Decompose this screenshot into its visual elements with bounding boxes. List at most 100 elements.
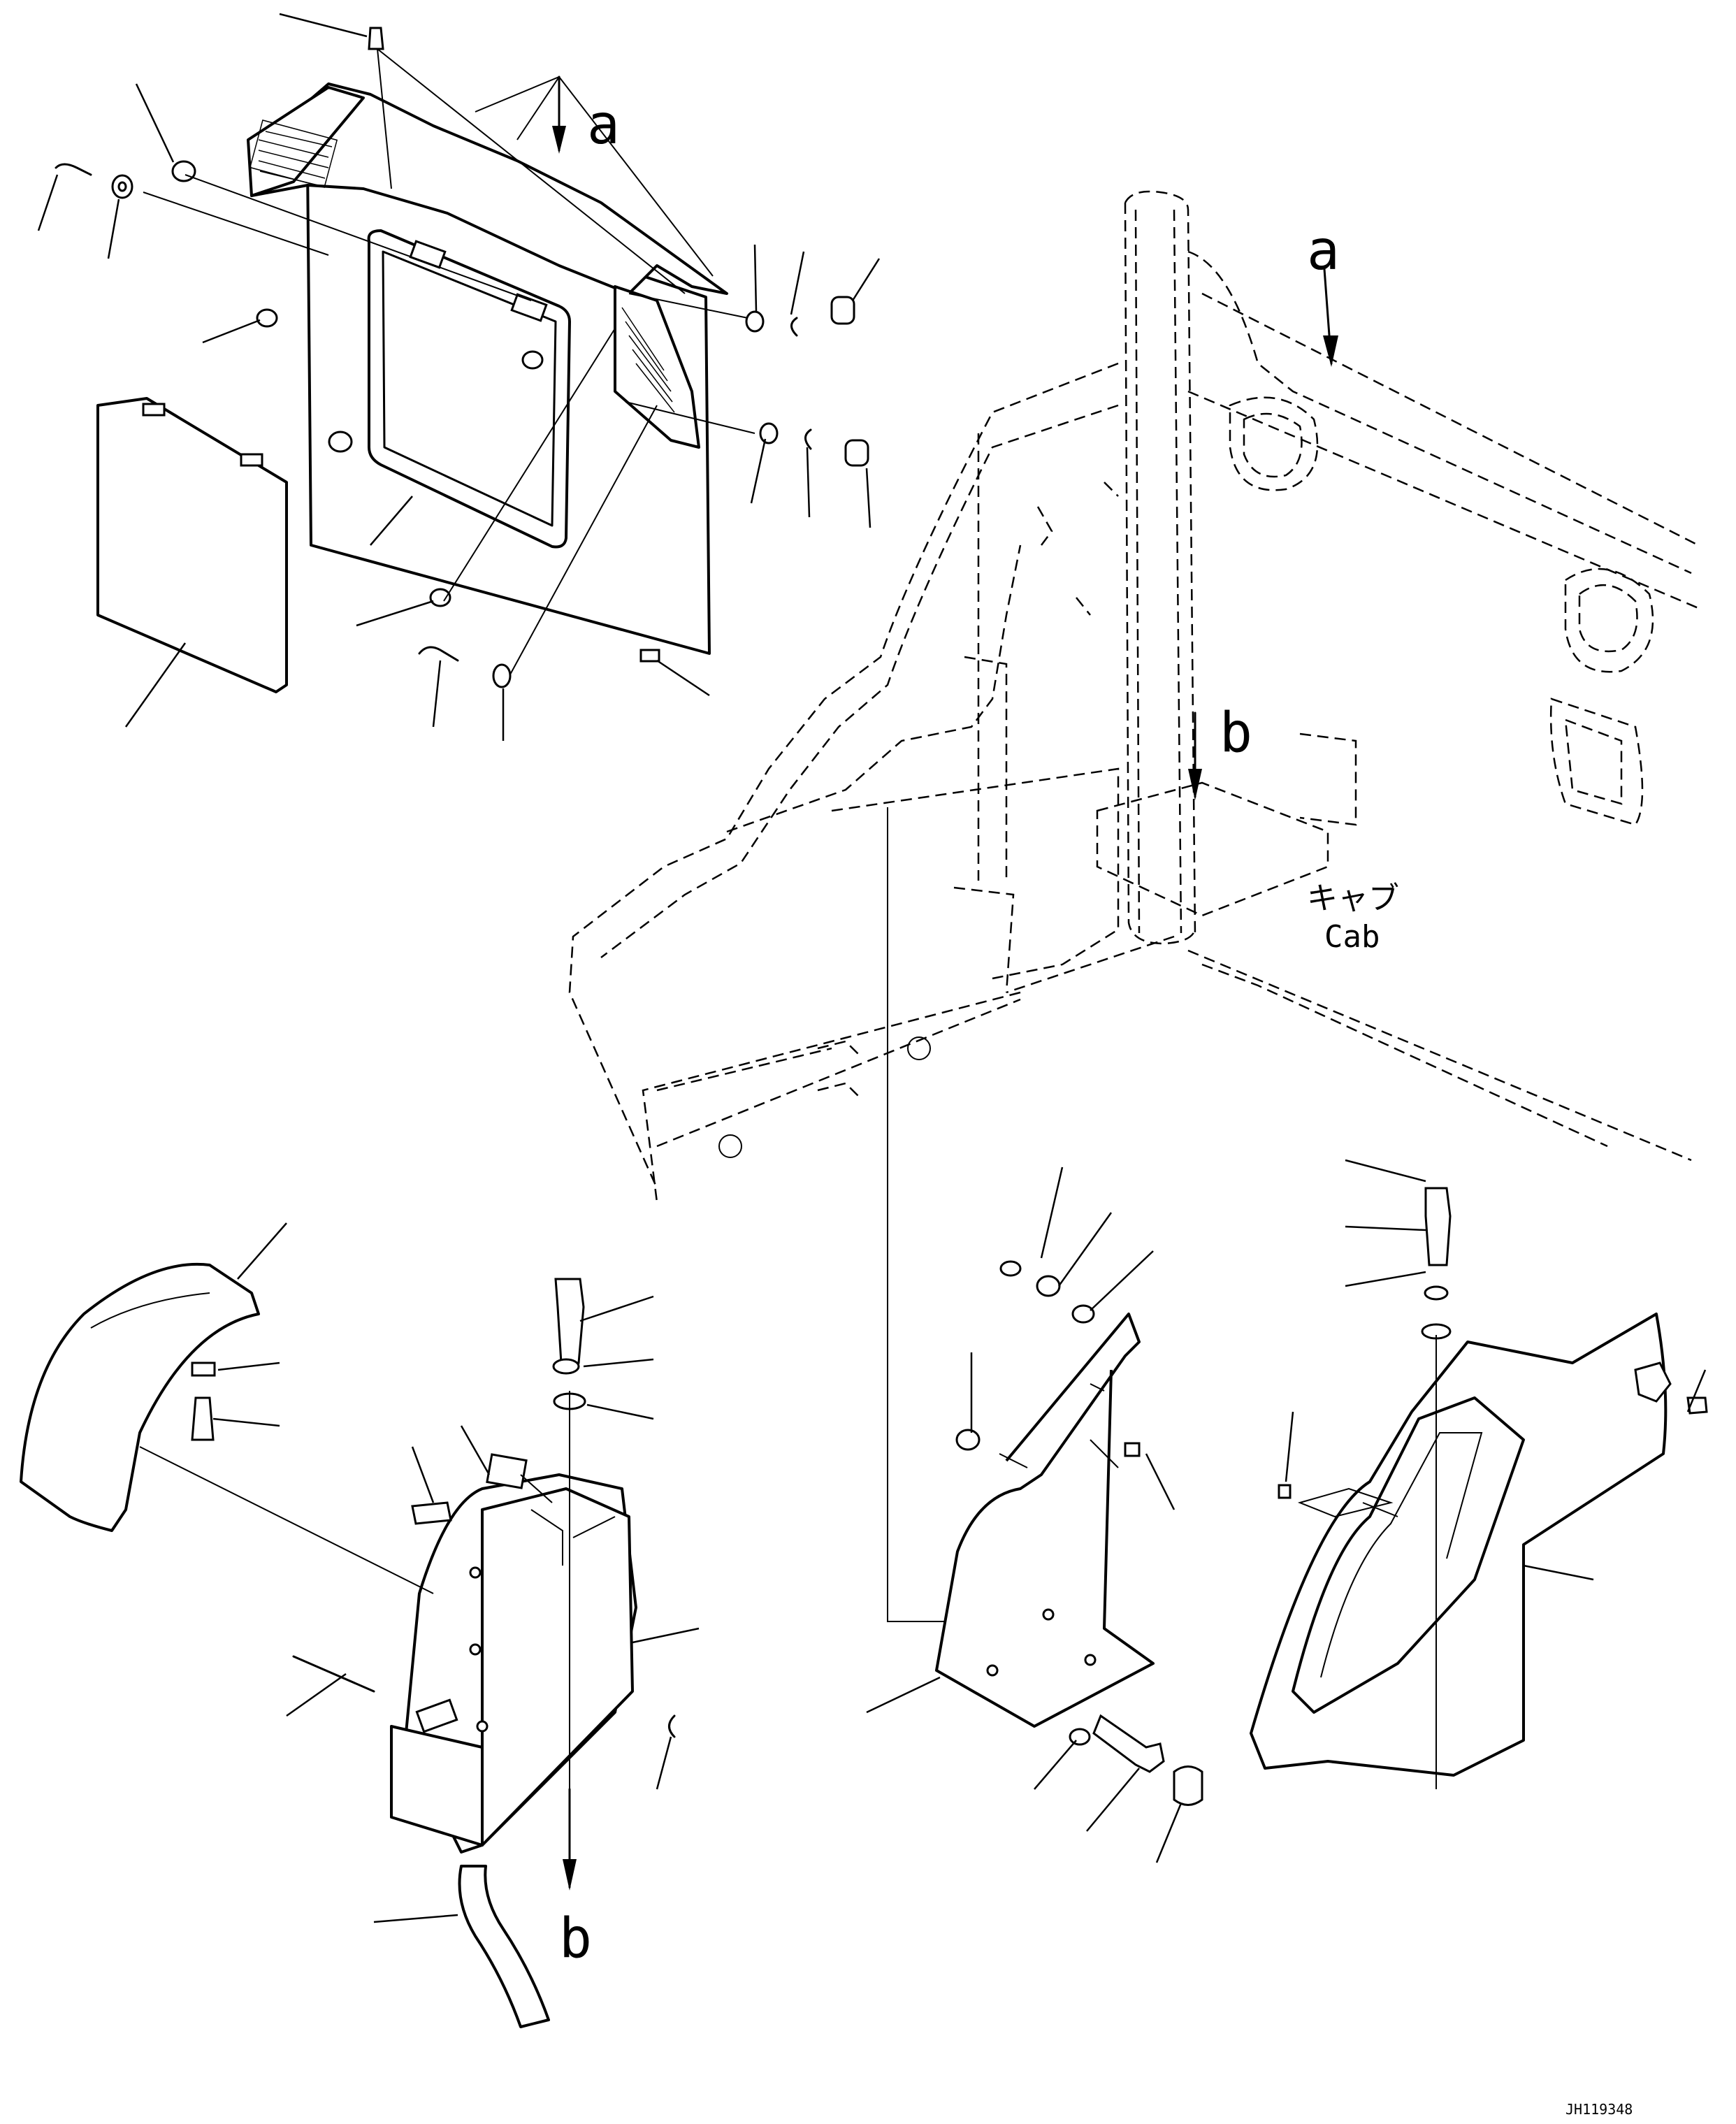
assembly-line-b	[887, 807, 950, 1622]
clip	[418, 646, 459, 662]
screw	[368, 27, 384, 50]
left-vent-housing	[247, 86, 365, 197]
cab-frame: a b キャブ Cab	[568, 190, 1699, 1622]
nut	[171, 160, 196, 182]
bracket-b	[1096, 781, 1329, 917]
bracket-hole	[986, 1664, 999, 1677]
speaker-mount-1	[1229, 396, 1319, 491]
callout-b-top: b	[1220, 702, 1252, 765]
side-cover-assembly	[1250, 1159, 1708, 1789]
ceiling-console-assembly: a	[37, 13, 881, 741]
frame-clip	[510, 293, 548, 322]
side-panel-outline	[568, 362, 1119, 1189]
pillar-outline	[1124, 190, 1196, 937]
arrow-a-head	[552, 126, 566, 154]
nut	[830, 296, 855, 325]
assembly-lines	[143, 48, 755, 675]
arrow-b-top-head	[1188, 769, 1202, 800]
nut	[1036, 1275, 1061, 1297]
tag	[1124, 1442, 1141, 1457]
cutout-panel	[1549, 698, 1644, 826]
cab-label-jp: キャブ	[1307, 881, 1399, 916]
relay	[486, 1453, 528, 1489]
snap-ring	[804, 428, 812, 450]
nut	[844, 439, 869, 467]
hose	[458, 1865, 550, 2028]
grommet	[328, 431, 353, 453]
assembly-lines	[139, 1391, 570, 1789]
side-panel-inner	[726, 433, 1022, 881]
box-opening	[530, 1509, 616, 1566]
bracket-hole	[1084, 1654, 1097, 1666]
washer-hole	[117, 181, 127, 192]
tag	[639, 649, 660, 663]
box-hole	[469, 1643, 482, 1656]
window-frame-inner	[382, 250, 557, 527]
washer	[492, 663, 512, 688]
drawing-number: JH119348	[1565, 2101, 1633, 2118]
callout-b-bottom: b	[559, 1907, 592, 1970]
leader-lines	[286, 1295, 700, 1923]
bracket-plate	[935, 1313, 1155, 1728]
side-panel-lower	[831, 656, 1120, 993]
bracket-edge	[999, 1383, 1105, 1468]
storage-box-assembly: b	[139, 1278, 700, 2028]
clip	[55, 163, 92, 176]
fender-edge	[90, 1292, 210, 1329]
bolt	[554, 1278, 585, 1364]
leader-lines	[37, 13, 881, 741]
assembly-lines	[1362, 1335, 1437, 1789]
hinge-marks	[817, 1040, 860, 1098]
bracket-b-side	[1299, 732, 1357, 826]
channel-inner	[1320, 1432, 1483, 1678]
pillar-edges	[1134, 209, 1182, 934]
box-hole	[476, 1720, 489, 1733]
washer	[745, 310, 765, 333]
floor-rails	[642, 949, 1692, 1203]
small-brackets	[1036, 482, 1119, 616]
screw	[411, 1501, 452, 1525]
bolt	[1424, 1187, 1452, 1266]
snap-ring	[668, 1714, 676, 1738]
washer	[1424, 1285, 1449, 1301]
clip-nut	[429, 588, 451, 607]
callout-a-left: a	[587, 94, 620, 157]
pillar-base	[1124, 202, 1196, 945]
box-front-lower	[390, 1725, 484, 1847]
bracket-assembly	[866, 1166, 1203, 1863]
roof-rails	[1187, 250, 1699, 609]
top-cover	[250, 82, 728, 295]
left-vent-hatch	[258, 131, 333, 186]
box-side	[481, 1487, 634, 1847]
snap-ring	[790, 317, 798, 337]
right-vent-hatch	[621, 307, 675, 413]
cab-label-en: Cab	[1324, 919, 1380, 955]
leader-lines	[212, 1222, 287, 1427]
washer	[1069, 1728, 1091, 1746]
nut	[1173, 1765, 1203, 1806]
fender-screw	[191, 1396, 215, 1441]
knob	[1634, 1361, 1672, 1403]
arrow-b-bottom-head	[563, 1859, 577, 1891]
leader-lines	[866, 1166, 1182, 1863]
label-area	[1297, 1487, 1394, 1518]
tag	[1278, 1484, 1292, 1499]
clip	[999, 1260, 1022, 1277]
callout-a-right: a	[1307, 219, 1340, 282]
assembly-lines	[1090, 1439, 1119, 1468]
side-cover-channel	[1292, 1396, 1525, 1714]
fender-assembly	[20, 1222, 287, 1532]
washer	[1071, 1304, 1095, 1324]
grommet	[521, 350, 544, 370]
washer	[759, 422, 779, 445]
speaker-mount-2	[1564, 568, 1654, 673]
box-hole	[469, 1566, 482, 1579]
fender-clip	[191, 1361, 216, 1377]
washer	[552, 1358, 580, 1375]
latch	[415, 1698, 458, 1733]
bolt	[1092, 1714, 1165, 1773]
plug	[256, 308, 278, 328]
cover-tab	[240, 453, 263, 467]
arrow-a-right-head	[1323, 335, 1338, 367]
